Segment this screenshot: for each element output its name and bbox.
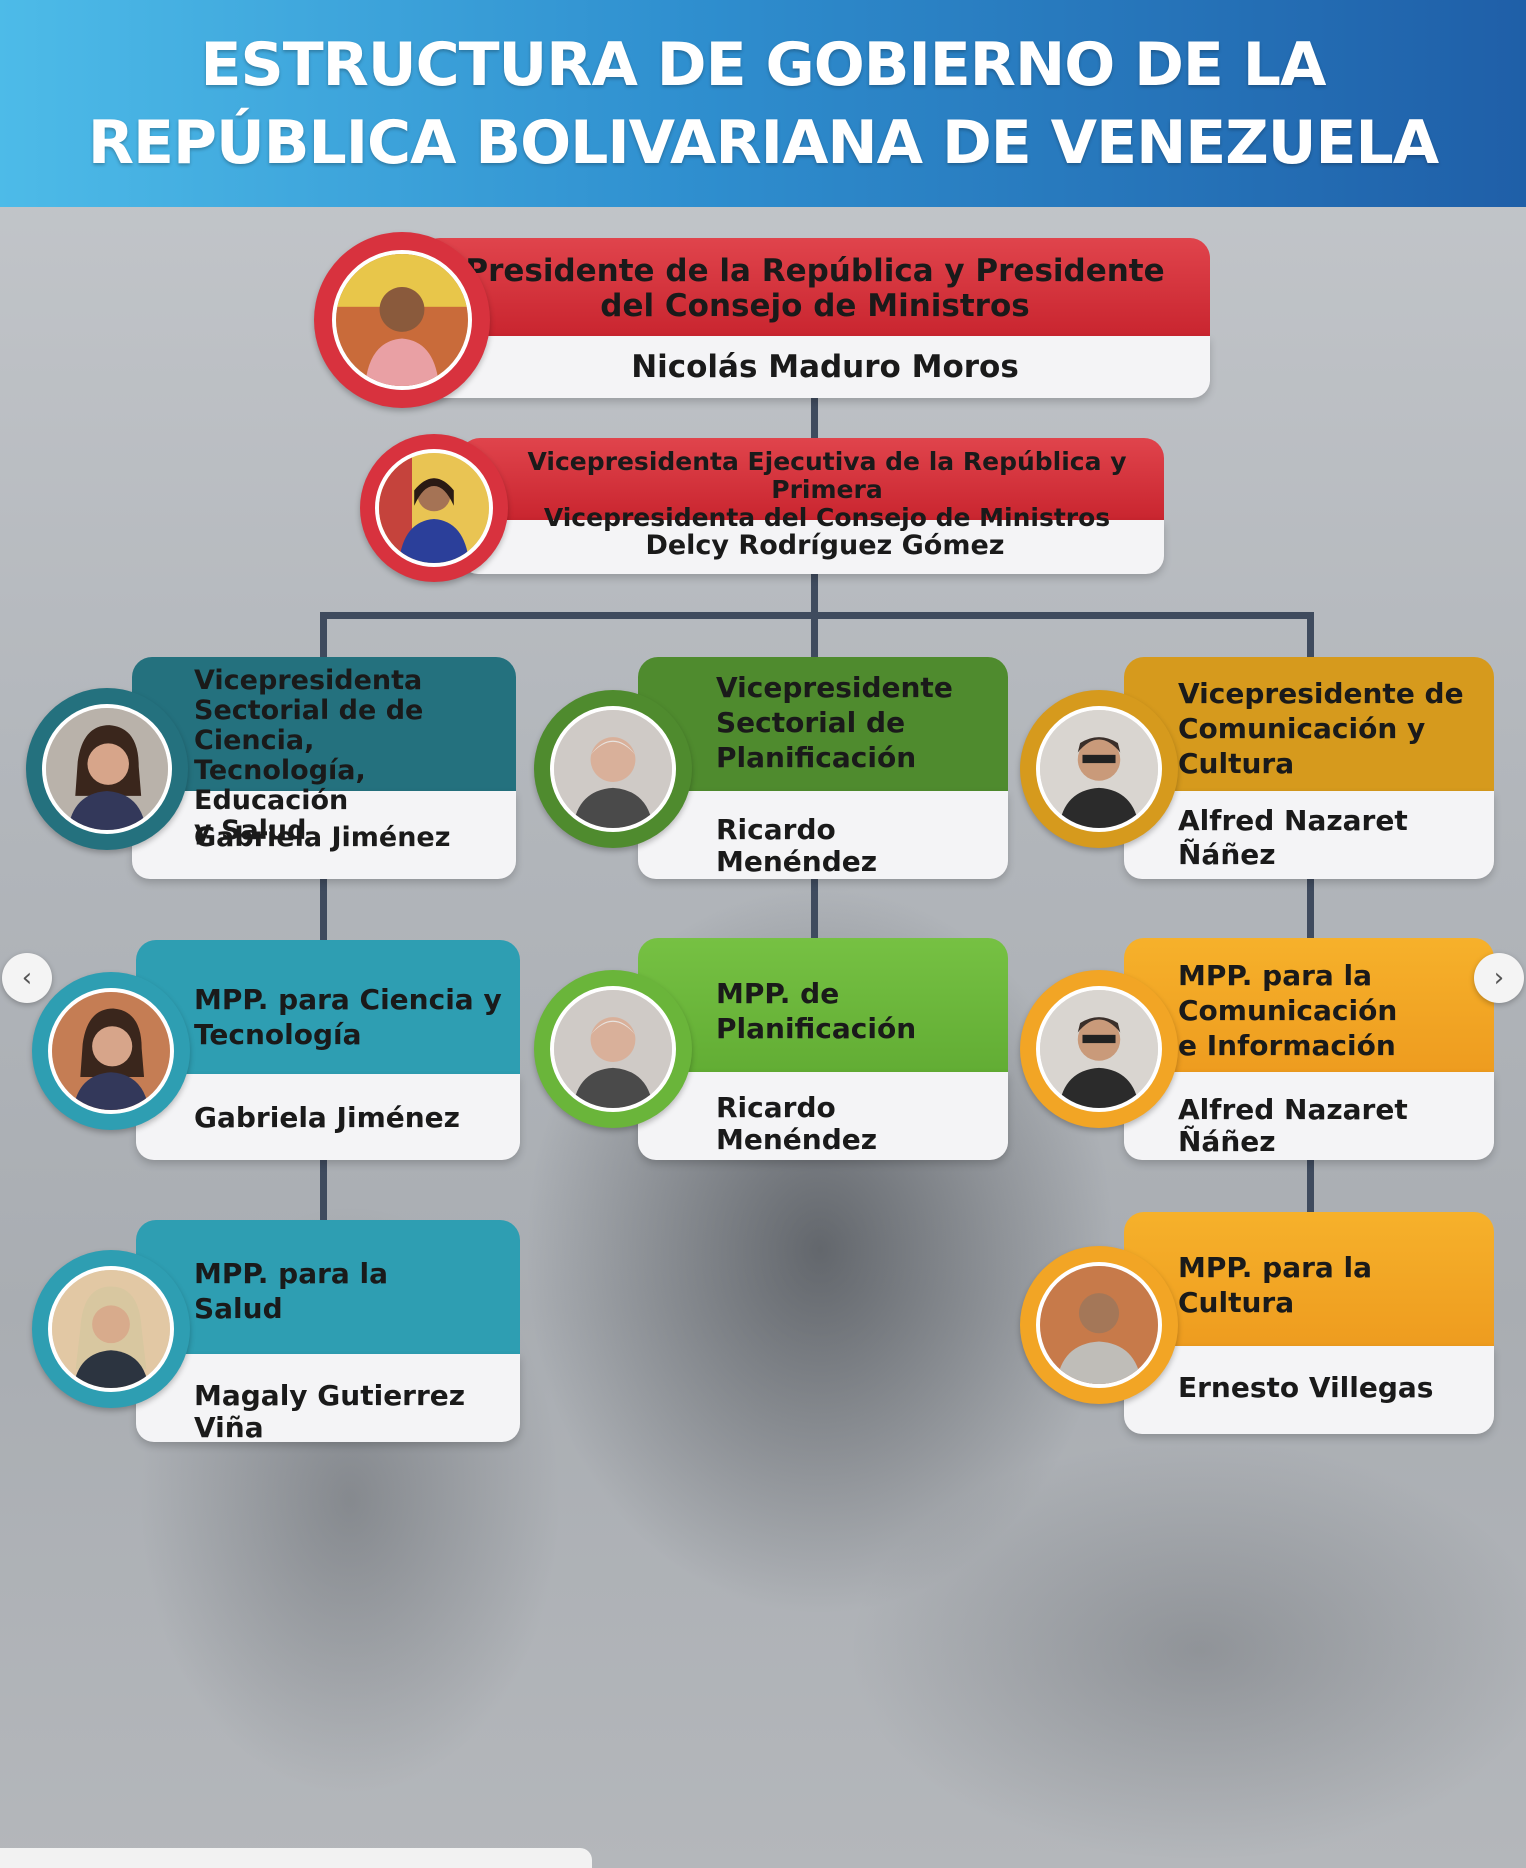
sectoral-science-role: Vicepresidenta Sectorial de de Ciencia, … <box>194 665 424 846</box>
sectoral-planning-band <box>638 657 1008 791</box>
ministry-planning-role: MPP. de Planificación <box>716 977 917 1045</box>
ministry-culture-photo <box>1036 1262 1162 1388</box>
ministry-planning-body <box>638 1072 1008 1160</box>
person-avatar-icon <box>52 1270 170 1388</box>
previous-slide-button[interactable]: ‹ <box>2 953 52 1003</box>
page-title-line-1: ESTRUCTURA DE GOBIERNO DE LA <box>200 29 1327 100</box>
president-role: Presidente de la República y Presidente … <box>465 253 1165 324</box>
president-body <box>420 336 1210 398</box>
ministry-planning-band <box>638 938 1008 1072</box>
ministry-culture-role: MPP. para la Cultura <box>1178 1251 1373 1319</box>
ministry-planning-name: Ricardo Menéndez <box>716 1091 878 1157</box>
sectoral-science-band <box>132 657 516 791</box>
person-avatar-icon <box>554 710 672 828</box>
connector-right-col-1 <box>1307 878 1314 940</box>
ministry-communication-body <box>1124 1072 1494 1160</box>
sectoral-communication-band <box>1124 657 1494 791</box>
ministry-science-tech-band <box>136 940 520 1074</box>
connector-president-vp <box>811 398 818 444</box>
ministry-health-role: MPP. para la Salud <box>194 1257 389 1325</box>
person-avatar-icon <box>1040 710 1158 828</box>
ministry-health-photo <box>48 1266 174 1392</box>
ministry-communication-photo <box>1036 986 1162 1112</box>
ministry-health-name: Magaly Gutierrez Viña <box>194 1379 466 1445</box>
sectoral-communication-photo <box>1036 706 1162 832</box>
sectoral-communication-body <box>1124 791 1494 879</box>
connector-horizontal <box>320 612 1314 619</box>
sectoral-planning-role: Vicepresidente Sectorial de Planificació… <box>716 671 953 774</box>
person-avatar-icon <box>379 453 489 563</box>
ministry-health-band <box>136 1220 520 1354</box>
person-avatar-icon <box>46 708 168 830</box>
bottom-strip <box>0 1848 592 1868</box>
ministry-health-body <box>136 1354 520 1442</box>
sectoral-planning-body <box>638 791 1008 879</box>
connector-mid-col-1 <box>811 878 818 940</box>
ministry-science-tech-name: Gabriela Jiménez <box>194 1101 460 1134</box>
chevron-right-icon: › <box>1493 963 1505 993</box>
connector-left-col-2 <box>320 1160 327 1220</box>
ministry-communication-role: MPP. para la Comunicación e Información <box>1178 959 1398 1062</box>
sectoral-planning-photo <box>550 706 676 832</box>
sectoral-communication-name: Alfred Nazaret Ñáñez <box>1178 804 1408 871</box>
sectoral-planning-name: Ricardo Menéndez <box>716 813 878 879</box>
page-title-line-2: REPÚBLICA BOLIVARIANA DE VENEZUELA <box>87 107 1439 178</box>
ministry-science-tech-photo <box>48 988 174 1114</box>
sectoral-communication-role: Vicepresidente de Comunicación y Cultura <box>1178 677 1464 780</box>
vp-body <box>460 520 1164 574</box>
ministry-culture-body <box>1124 1346 1494 1434</box>
person-avatar-icon <box>336 254 468 386</box>
person-avatar-icon <box>1040 990 1158 1108</box>
person-avatar-icon <box>52 992 170 1110</box>
sectoral-science-name: Gabriela Jiménez <box>194 822 451 853</box>
president-band <box>420 238 1210 336</box>
sectoral-science-body <box>132 791 516 879</box>
president-name: Nicolás Maduro Moros <box>631 349 1019 385</box>
connector-left-col-1 <box>320 878 327 940</box>
vp-band <box>460 438 1164 520</box>
ministry-science-tech-body <box>136 1074 520 1160</box>
connector-left-drop <box>320 612 327 658</box>
ministry-science-tech-role: MPP. para Ciencia y Tecnología <box>194 983 502 1051</box>
president-photo <box>332 250 472 390</box>
ministry-planning-photo <box>550 986 676 1112</box>
chevron-left-icon: ‹ <box>21 963 33 993</box>
sectoral-science-photo <box>42 704 172 834</box>
ministry-culture-band <box>1124 1212 1494 1346</box>
vp-role: Vicepresidenta Ejecutiva de la República… <box>527 447 1127 532</box>
next-slide-button[interactable]: › <box>1474 953 1524 1003</box>
ministry-culture-name: Ernesto Villegas <box>1178 1371 1434 1404</box>
person-avatar-icon <box>1040 1266 1158 1384</box>
connector-right-col-2 <box>1307 1160 1314 1214</box>
page-header: ESTRUCTURA DE GOBIERNO DE LA REPÚBLICA B… <box>0 0 1526 207</box>
ministry-communication-name: Alfred Nazaret Ñáñez <box>1178 1093 1408 1159</box>
vp-photo <box>375 449 493 567</box>
vp-name: Delcy Rodríguez Gómez <box>645 530 1005 561</box>
connector-right-drop <box>1307 612 1314 658</box>
person-avatar-icon <box>554 990 672 1108</box>
ministry-communication-band <box>1124 938 1494 1072</box>
